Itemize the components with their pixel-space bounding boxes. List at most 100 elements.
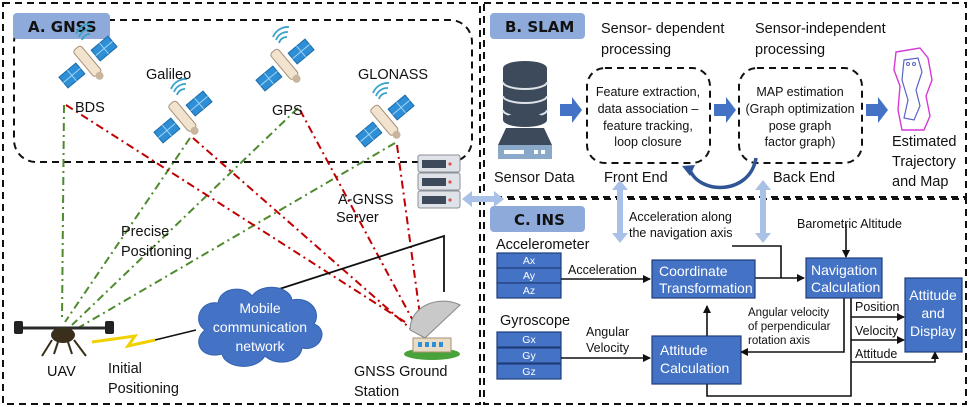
disp-label-1: Attitude <box>909 287 957 303</box>
back-ins-arrow <box>755 180 771 243</box>
cell-gx: Gx <box>522 334 536 346</box>
back-box-line-2: (Graph optimization <box>745 102 854 116</box>
cell-ay: Ay <box>523 270 536 282</box>
velocity-label: Velocity <box>855 324 899 338</box>
wireless-link <box>154 329 197 341</box>
indep-label-2: processing <box>755 42 825 58</box>
gnss-badge-label: A. GNSS <box>28 18 97 36</box>
navigation-calculation-block <box>805 257 883 299</box>
slam-badge: B. SLAM <box>490 13 585 39</box>
cell-az: Az <box>523 285 535 297</box>
cloud-label-3: network <box>235 338 285 354</box>
arrow-icon <box>714 97 736 123</box>
network-link <box>269 234 445 293</box>
slam-badge-label: B. SLAM <box>505 18 574 36</box>
back-end-box <box>738 67 863 164</box>
precise-label-1: Precise <box>121 224 169 240</box>
position-label: Position <box>855 300 900 314</box>
back-box-line-1: MAP estimation <box>756 85 843 99</box>
coord-label-1: Coordinate <box>659 263 728 279</box>
front-box-line-1: Feature extraction, <box>596 85 700 99</box>
satellite-icon-glonass <box>355 82 415 148</box>
attitude-label: Attitude <box>855 347 897 361</box>
loop-arrowhead-icon <box>682 165 695 176</box>
accelerometer-label: Accelerometer <box>496 237 590 253</box>
label-bds: BDS <box>75 100 105 116</box>
accelerometer-cells <box>496 252 562 299</box>
ins-badge: C. INS <box>490 206 585 232</box>
att-calc-label-2: Calculation <box>660 360 729 376</box>
back-box-line-4: factor graph) <box>765 135 836 149</box>
cell-gy: Gy <box>522 350 536 362</box>
acceleration-label: Acceleration <box>568 263 637 277</box>
front-box-line-4: loop closure <box>614 135 681 149</box>
front-box-line-2: data association – <box>598 102 699 116</box>
acc-nav-label-1: Acceleration along <box>629 210 732 224</box>
dep-label-1: Sensor- dependent <box>601 21 724 37</box>
attitude-calculation-block <box>651 335 742 385</box>
label-glonass: GLONASS <box>358 67 428 83</box>
slam-frame <box>483 2 967 198</box>
ang-perp-label-2: of perpendicular <box>748 321 831 333</box>
disp-label-3: Display <box>910 323 956 339</box>
uav-label: UAV <box>47 364 76 380</box>
sensor-data-label: Sensor Data <box>494 170 576 186</box>
cloud-icon <box>198 286 323 367</box>
database-icon <box>498 61 552 159</box>
gyroscope-cells <box>496 331 562 380</box>
server-ins-arrow <box>462 191 504 207</box>
station-label-2: Station <box>354 384 399 400</box>
cell-gz: Gz <box>522 366 535 378</box>
dep-label-2: processing <box>601 42 671 58</box>
lightning-icon <box>91 334 156 349</box>
server-label-2: Server <box>336 210 379 226</box>
initial-label-1: Initial <box>108 361 142 377</box>
trajectory-map-icon <box>893 47 933 131</box>
estimated-label-3: and Map <box>892 174 948 190</box>
acc-nav-label-2: the navigation axis <box>629 226 733 240</box>
satellite-icon-galileo <box>153 78 213 144</box>
server-label-1: A-GNSS <box>338 192 394 208</box>
cloud-label-1: Mobile <box>239 300 280 316</box>
estimated-label-2: Trajectory <box>892 154 957 170</box>
front-box-line-3: feature tracking, <box>603 119 693 133</box>
gnss-outer-frame <box>2 2 481 405</box>
ins-frame <box>483 198 967 405</box>
coordinate-transformation-block <box>651 259 756 299</box>
ins-connectors <box>561 224 939 397</box>
gnss-inner-frame <box>13 19 473 163</box>
label-galileo: Galileo <box>146 67 191 83</box>
station-label-1: GNSS Ground <box>354 364 448 380</box>
attitude-display-block <box>904 277 963 353</box>
front-end-label: Front End <box>604 170 668 186</box>
estimated-label-1: Estimated <box>892 134 956 150</box>
barometric-label: Barometric Altitude <box>797 217 902 231</box>
cell-ax: Ax <box>523 255 536 267</box>
ang-perp-label-1: Angular velocity <box>748 307 829 319</box>
red-links <box>65 104 423 331</box>
angular-label-2: Velocity <box>586 341 630 355</box>
angular-label-1: Angular <box>586 325 629 339</box>
green-links <box>61 104 396 329</box>
coord-label-2: Transformation <box>659 280 753 296</box>
nav-label-1: Navigation <box>811 262 877 278</box>
precise-label-2: Positioning <box>121 244 192 260</box>
indep-label-1: Sensor-independent <box>755 21 886 37</box>
back-box-line-3: pose graph <box>769 119 832 133</box>
att-calc-label-1: Attitude <box>660 342 708 358</box>
arrow-icon <box>866 97 888 123</box>
label-gps: GPS <box>272 103 303 119</box>
server-icon <box>417 154 461 209</box>
ins-badge-label: C. INS <box>514 211 565 229</box>
front-ins-arrow <box>612 180 628 243</box>
gyroscope-label: Gyroscope <box>500 313 570 329</box>
satellite-icon-gps <box>255 26 315 92</box>
initial-label-2: Positioning <box>108 381 179 397</box>
arrow-icon <box>560 97 582 123</box>
loop-arrow-icon <box>688 157 758 190</box>
uav-icon <box>14 321 114 357</box>
cloud-label-2: communication <box>213 319 307 335</box>
gnss-badge: A. GNSS <box>13 13 110 39</box>
disp-label-2: and <box>921 305 944 321</box>
